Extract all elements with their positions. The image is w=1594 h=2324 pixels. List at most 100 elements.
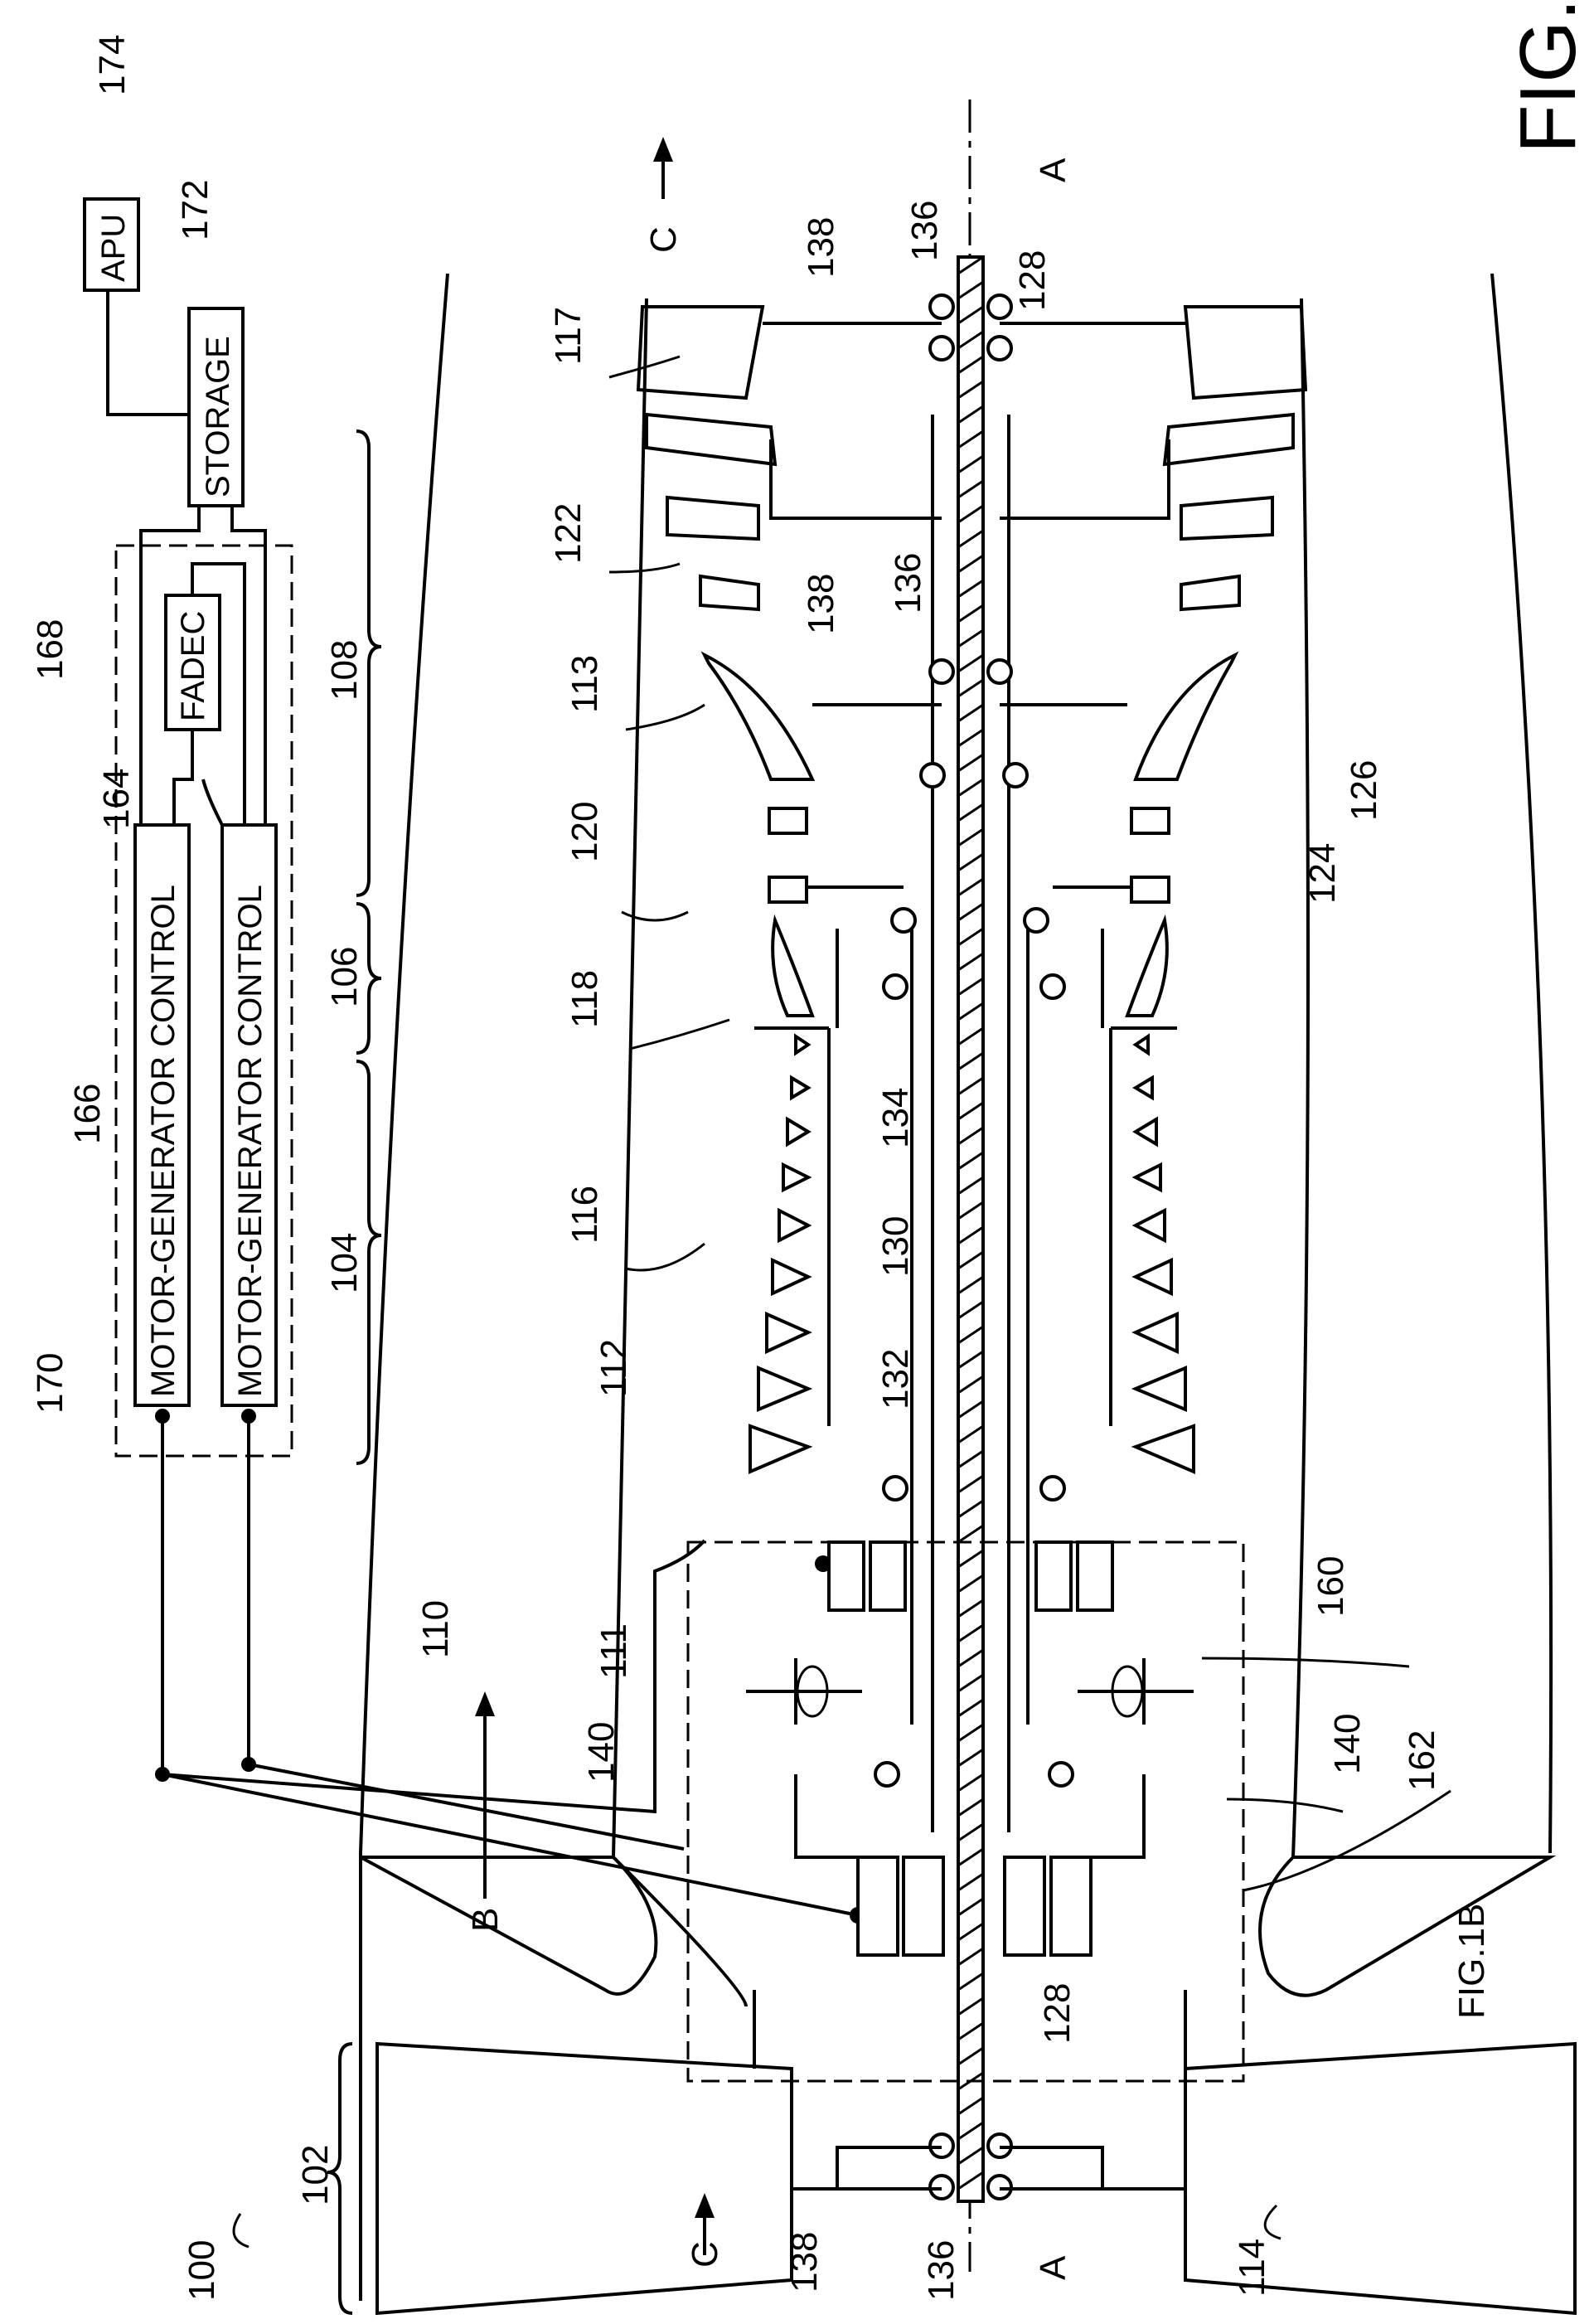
hp-turbine-blade-upper xyxy=(769,877,807,902)
ref-114: 114 xyxy=(1232,2239,1272,2297)
bearing xyxy=(884,975,907,998)
storage-label: STORAGE xyxy=(200,336,236,497)
outer-nacelle-lower xyxy=(1492,274,1551,1853)
flow-b-label: B xyxy=(465,1908,506,1932)
motor-generator-control-label-1: MOTOR-GENERATOR CONTROL xyxy=(145,885,182,1397)
bearing xyxy=(930,337,953,360)
apu-storage-wire xyxy=(108,290,189,415)
leader xyxy=(626,1244,705,1270)
ref-172: 172 xyxy=(175,180,216,240)
ref-111: 111 xyxy=(594,1623,634,1679)
ref-168: 168 xyxy=(30,619,70,680)
bearing xyxy=(1041,975,1064,998)
motor-generator-160-stator-lower xyxy=(1078,1542,1112,1610)
ref-102: 102 xyxy=(295,2145,336,2205)
ref-138-top: 138 xyxy=(801,217,841,278)
ref-128-top: 128 xyxy=(1012,250,1053,311)
hp-turbine-vane-upper xyxy=(769,808,807,833)
ref-136-mid: 136 xyxy=(888,553,928,614)
ref-110: 110 xyxy=(415,1600,456,1658)
arrowhead xyxy=(653,137,673,162)
ref-140-top: 140 xyxy=(581,1722,622,1783)
ref-174: 174 xyxy=(92,35,133,95)
control-system: MOTOR-GENERATOR CONTROL MOTOR-GENERATOR … xyxy=(85,199,866,1924)
leader xyxy=(630,1020,729,1049)
ref-118: 118 xyxy=(564,970,605,1028)
compressor-blades-upper xyxy=(750,1036,808,1472)
lp-turbine-stage-3-lower xyxy=(1181,576,1239,609)
motor-generator-162-stator-upper xyxy=(858,1857,898,1955)
fig1b-reference: FIG.1B xyxy=(1451,1904,1492,2019)
ref-117: 117 xyxy=(548,307,589,365)
bearing xyxy=(884,1477,907,1500)
ref-116: 116 xyxy=(564,1186,605,1244)
flow-c-label-top: C xyxy=(643,226,684,253)
hp-turbine-blade-lower xyxy=(1131,877,1169,902)
fadec-label: FADEC xyxy=(175,611,211,721)
ref-138-mid: 138 xyxy=(801,574,841,634)
ref-164: 164 xyxy=(96,769,137,829)
motor-generator-162-rotor-upper xyxy=(904,1857,943,1955)
ref-160: 160 xyxy=(1311,1556,1351,1617)
lead-to-generator-162 xyxy=(162,1774,858,1915)
bearing xyxy=(930,295,953,318)
compressor-blades-lower xyxy=(1136,1036,1194,1472)
ref-128-bottom: 128 xyxy=(1037,1983,1078,2044)
ref-140-bottom: 140 xyxy=(1327,1714,1368,1774)
ref-136-bottom: 136 xyxy=(921,2240,962,2301)
ref-126: 126 xyxy=(1344,760,1384,821)
bearing xyxy=(988,660,1011,683)
leader xyxy=(1243,1791,1451,1890)
ref-166: 166 xyxy=(67,1084,108,1144)
leader xyxy=(609,564,680,572)
apu-label: APU xyxy=(95,214,132,282)
bearing xyxy=(1041,1477,1064,1500)
bearing xyxy=(921,764,944,787)
ref-138-bottom: 138 xyxy=(784,2232,825,2292)
fan-blade-upper xyxy=(377,2044,792,2313)
arrowhead xyxy=(475,1691,495,1716)
ref-106: 106 xyxy=(324,947,365,1007)
ref-124: 124 xyxy=(1302,843,1343,904)
lp-turbine-stage-1-upper xyxy=(647,415,775,464)
axis-a-label-bottom: A xyxy=(1033,2255,1073,2280)
ref-120: 120 xyxy=(564,802,605,862)
motor-generator-162-stator-lower xyxy=(1051,1857,1091,1955)
splitter-upper xyxy=(361,1857,656,1994)
transition-duct-lower xyxy=(1136,655,1235,779)
bearing xyxy=(1025,909,1048,932)
ref-100: 100 xyxy=(182,2240,222,2301)
ref-130: 130 xyxy=(875,1216,916,1277)
leader xyxy=(622,912,688,920)
lp-turbine-stage-3-upper xyxy=(700,576,758,609)
combustor-can-upper xyxy=(773,920,812,1016)
motor-generator-160-rotor-upper xyxy=(870,1542,905,1610)
motor-generator-160-stator-upper xyxy=(829,1542,864,1610)
ref-134: 134 xyxy=(875,1088,916,1148)
ref-132: 132 xyxy=(875,1349,916,1409)
bearing xyxy=(892,909,915,932)
section-brackets xyxy=(327,431,381,2313)
bearing xyxy=(1004,764,1027,787)
ref-170: 170 xyxy=(30,1353,70,1414)
bearing xyxy=(988,337,1011,360)
nacelle xyxy=(361,274,1551,2301)
outer-nacelle-upper xyxy=(361,274,448,2301)
motor-generator-160-rotor-lower xyxy=(1036,1542,1071,1610)
combustor-can-lower xyxy=(1127,920,1167,1016)
leader xyxy=(1202,1658,1409,1667)
hp-turbine-vane-lower xyxy=(1131,808,1169,833)
leader xyxy=(234,2214,249,2247)
core-casing-lower xyxy=(1293,298,1308,1857)
flow-c-label-bottom: C xyxy=(685,2241,725,2268)
ref-108: 108 xyxy=(324,640,365,701)
leader xyxy=(1265,2205,1281,2239)
lp-turbine-stage-2-lower xyxy=(1181,497,1272,539)
exhaust-strut-upper xyxy=(638,307,763,398)
ref-112: 112 xyxy=(594,1339,634,1397)
bearing xyxy=(988,295,1011,318)
bearing xyxy=(930,660,953,683)
splitter-lower xyxy=(1260,1857,1550,1996)
mgc2-fadec-wire xyxy=(203,779,222,825)
